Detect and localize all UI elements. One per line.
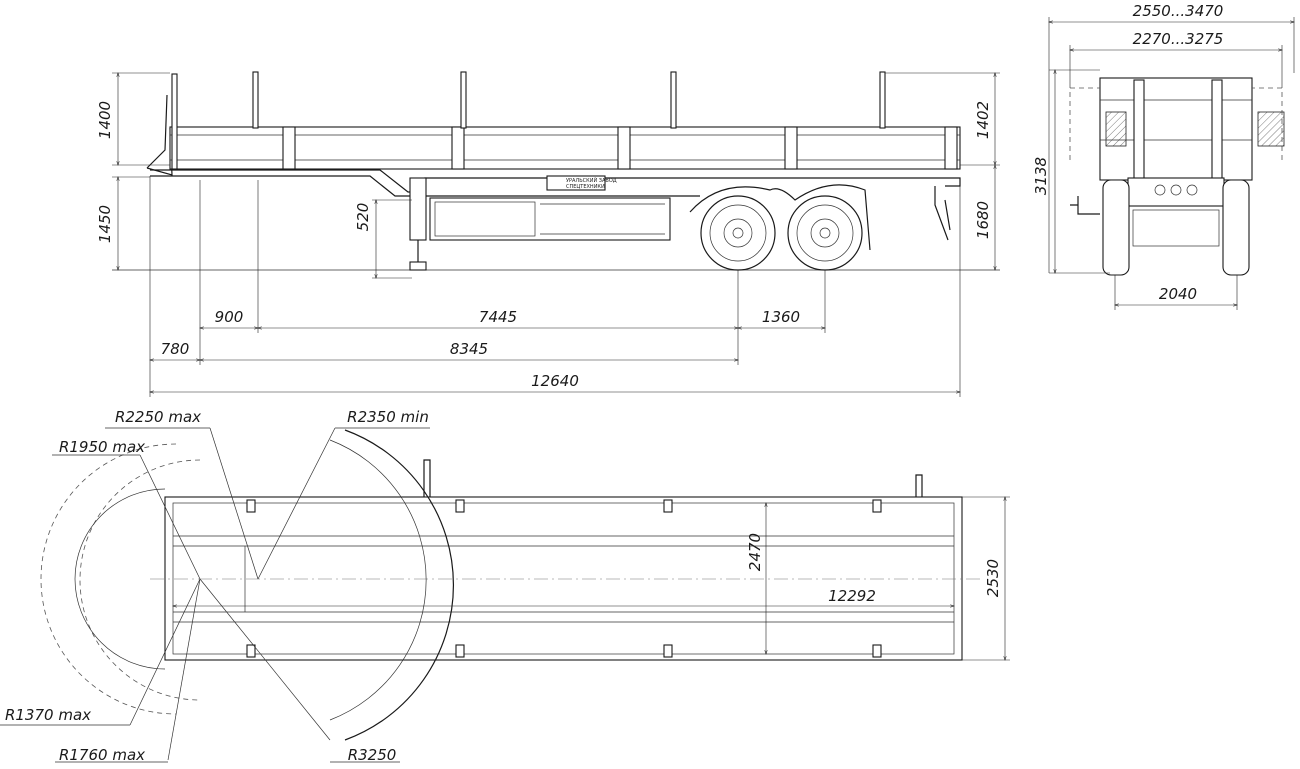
dim-r1370: R1370 max [5, 706, 91, 724]
rear-view: 2550...3470 2270...3275 3138 2040 [1032, 2, 1294, 310]
dim-stake-height: 1400 [96, 101, 114, 139]
dim-top-inner-width: 2470 [746, 533, 764, 571]
nameplate-line2: СПЕЦТЕХНИКИ [566, 184, 605, 190]
nameplate [546, 175, 606, 191]
dim-r1950: R1950 max [59, 438, 145, 456]
dim-axle-spacing: 1360 [762, 308, 800, 326]
platform-outline [164, 496, 963, 661]
dim-rear-track: 2040 [1159, 285, 1197, 303]
stake-pockets [246, 499, 882, 658]
side-view: УРАЛЬСКИЙ ЗАВОД СПЕЦТЕХНИКИ [96, 71, 1000, 397]
dim-r2250: R2250 max [115, 408, 201, 426]
nameplate-line1: УРАЛЬСКИЙ ЗАВОД [566, 177, 617, 184]
dim-axle-base-front: 7445 [479, 308, 517, 326]
dim-support-travel: 520 [354, 203, 372, 232]
dim-front-overhang: 780 [161, 340, 190, 358]
dim-rear-stake-height: 1402 [974, 101, 992, 139]
dim-r2350: R2350 min [347, 408, 429, 426]
dim-rear-outer-width: 2550...3470 [1133, 2, 1224, 20]
dim-rear-height: 3138 [1032, 157, 1050, 195]
top-view: R2250 max R1950 max R2350 min R1370 max … [0, 408, 1010, 764]
dim-r3250: R3250 [348, 746, 397, 764]
side-underrun-guard [429, 197, 671, 241]
dim-kingpin-to-axle: 8345 [450, 340, 488, 358]
dim-kingpin-offset: 900 [215, 308, 244, 326]
dim-deck-height: 1450 [96, 205, 114, 243]
dim-overall-length: 12640 [531, 372, 579, 390]
dim-rear-deck-height: 1680 [974, 201, 992, 239]
wheel-rear [787, 195, 863, 271]
side-board [169, 126, 961, 170]
dim-platform-length: 12292 [828, 587, 876, 605]
landing-gear [409, 177, 427, 271]
dim-rear-inner-width: 2270...3275 [1133, 30, 1224, 48]
wheel-front [700, 195, 776, 271]
board-dividers [282, 126, 958, 170]
stakes [171, 71, 886, 170]
dim-r1760: R1760 max [59, 746, 145, 764]
dim-top-overall-width: 2530 [984, 559, 1002, 597]
